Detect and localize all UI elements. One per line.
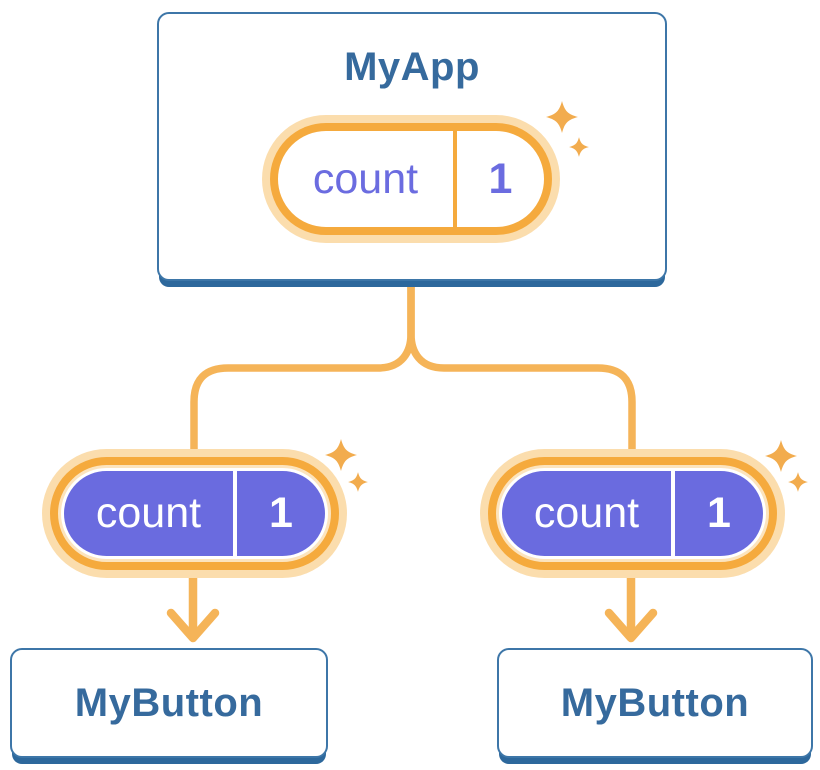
sparkles-icon: [325, 439, 368, 492]
pill-divider: [671, 471, 675, 556]
component-card-mybutton-left: MyButton: [10, 648, 328, 758]
component-title: MyButton: [560, 681, 750, 725]
prop-value: 1: [707, 489, 731, 537]
state-value: 1: [488, 154, 513, 203]
prop-pill-right: count 1: [488, 457, 777, 570]
arrow-down-icon: [166, 568, 220, 643]
prop-name: count: [533, 489, 640, 537]
state-pill: count 1: [270, 123, 552, 235]
sparkles-icon: [765, 440, 808, 492]
prop-name: count: [95, 489, 202, 537]
prop-capsule: count 1: [61, 468, 328, 559]
prop-value: 1: [269, 489, 293, 537]
connector-left-branch: [190, 283, 415, 469]
prop-capsule: count 1: [499, 468, 766, 559]
component-title: MyApp: [344, 45, 480, 89]
arrow-down-icon: [604, 568, 658, 643]
prop-pill-left: count 1: [50, 457, 339, 570]
pill-divider: [453, 131, 457, 227]
state-name: count: [312, 154, 419, 203]
component-card-mybutton-right: MyButton: [497, 648, 813, 758]
pill-divider: [233, 471, 237, 556]
connector-right-branch: [407, 283, 636, 469]
component-title: MyButton: [74, 681, 264, 725]
